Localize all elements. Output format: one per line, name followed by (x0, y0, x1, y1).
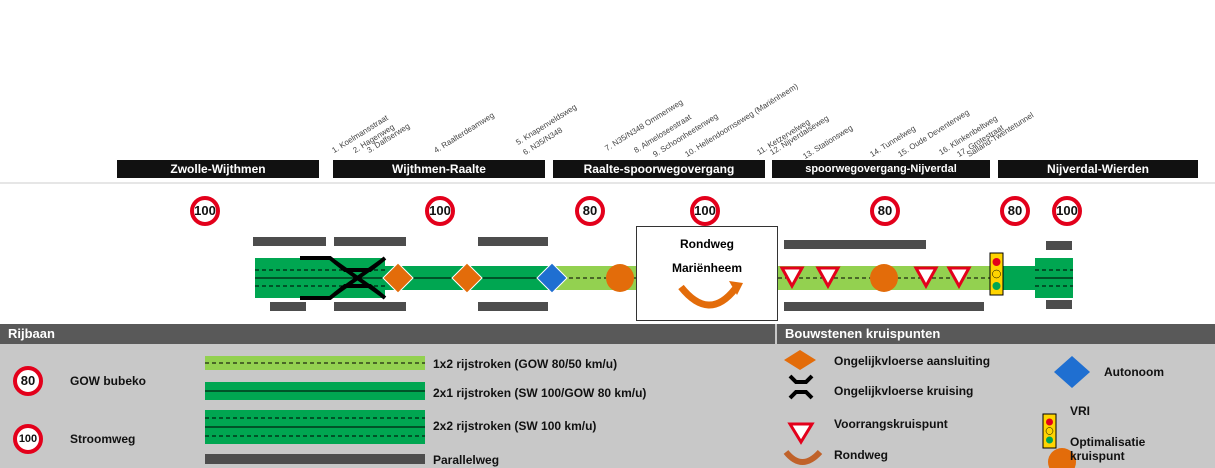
speed-sign: 80 (575, 196, 605, 226)
optimalisatie-kruispunt-icon (606, 264, 634, 292)
legend-stroomweg: Stroomweg (70, 432, 136, 446)
ongelijkvloerse-kruising-icon (300, 256, 387, 300)
speed-sign: 80 (870, 196, 900, 226)
voorrangskruispunt-icon (946, 266, 972, 290)
vri-icon (989, 252, 1004, 296)
parallel-road (1046, 300, 1072, 309)
legend-gow-bubeko: GOW bubeko (70, 374, 146, 388)
legend-road-2x1: 2x1 rijstroken (SW 100/GOW 80 km/u) (433, 386, 647, 400)
parallel-road (784, 240, 926, 249)
legend-optimalisatie-1: Optimalisatie (1070, 435, 1146, 449)
legend-optimalisatie-2: kruispunt (1070, 449, 1125, 463)
speed-sign: 100 (190, 196, 220, 226)
legend-road-2x2: 2x2 rijstroken (SW 100 km/u) (433, 419, 597, 433)
rondweg-box: Rondweg Mariënheem (636, 226, 778, 321)
optimalisatie-kruispunt-icon (870, 264, 898, 292)
segment-raalte-spoorwegovergang: Raalte-spoorwegovergang (553, 160, 765, 178)
parallel-road (334, 237, 406, 246)
parallel-road (253, 237, 326, 246)
legend-rijbaan-title: Rijbaan (0, 324, 775, 344)
legend-parallelweg: Parallelweg (433, 453, 500, 467)
legend-aansluiting-icon (784, 350, 816, 370)
ongelijkvloerse-aansluiting-icon (382, 262, 414, 294)
road-2x2 (1000, 266, 1035, 290)
speed-sign: 100 (690, 196, 720, 226)
ongelijkvloerse-aansluiting-icon (451, 262, 483, 294)
legend-ongelijk-aansluiting: Ongelijkvloerse aansluiting (834, 354, 991, 368)
legend-rondweg-icon (783, 449, 823, 465)
speed-sign: 100 (425, 196, 455, 226)
legend-optimalisatie-icon (1048, 448, 1076, 468)
segment-wijthmen-raalte: Wijthmen-Raalte (333, 160, 545, 178)
legend-voorrang: Voorrangskruispunt (834, 417, 948, 431)
legend-bouwstenen-icons (783, 350, 1090, 468)
voorrangskruispunt-icon (815, 266, 841, 290)
parallel-road (478, 302, 548, 311)
segment-nijverdal-wierden: Nijverdal-Wierden (998, 160, 1198, 178)
parallel-road (478, 237, 548, 246)
speed-sign: 80 (1000, 196, 1030, 226)
segment-zwolle-wijthmen: Zwolle-Wijthmen (117, 160, 319, 178)
legend-sign-80: 80 (13, 366, 43, 396)
legend-vri-icon (1042, 413, 1057, 449)
legend-vri: VRI (1070, 404, 1091, 418)
rondweg-subtitle: Mariënheem (671, 261, 743, 275)
legend-autonoom-icon (1054, 356, 1090, 388)
legend-ongelijk-kruising: Ongelijkvloerse kruising (834, 384, 974, 398)
rondweg-title: Rondweg (680, 237, 734, 251)
legend: Rijbaan Bouwstenen kruispunten 80 GOW bu… (0, 324, 1215, 468)
legend-autonoom: Autonoom (1104, 365, 1164, 379)
voorrangskruispunt-icon (913, 266, 939, 290)
autonoom-icon (536, 262, 568, 294)
legend-kruising-icon (788, 374, 814, 400)
legend-rondweg: Rondweg (834, 448, 888, 462)
parallel-road (270, 302, 306, 311)
parallel-road (784, 302, 984, 311)
voorrangskruispunt-icon (779, 266, 805, 290)
speed-sign: 100 (1052, 196, 1082, 226)
header-divider (0, 182, 1215, 184)
legend-bouwstenen-title: Bouwstenen kruispunten (777, 324, 1215, 344)
parallel-road (1046, 241, 1072, 250)
road-diagram (255, 252, 1073, 300)
rondweg-arrow-icon (678, 281, 743, 309)
legend-voorrang-icon (787, 422, 815, 445)
parallel-road (334, 302, 406, 311)
legend-sign-100: 100 (13, 424, 43, 454)
segment-spoorwegovergang-nijverdal: spoorwegovergang-Nijverdal (772, 160, 990, 178)
legend-road-1x2: 1x2 rijstroken (GOW 80/50 km/u) (433, 357, 618, 371)
legend-road-swatches (205, 356, 425, 464)
